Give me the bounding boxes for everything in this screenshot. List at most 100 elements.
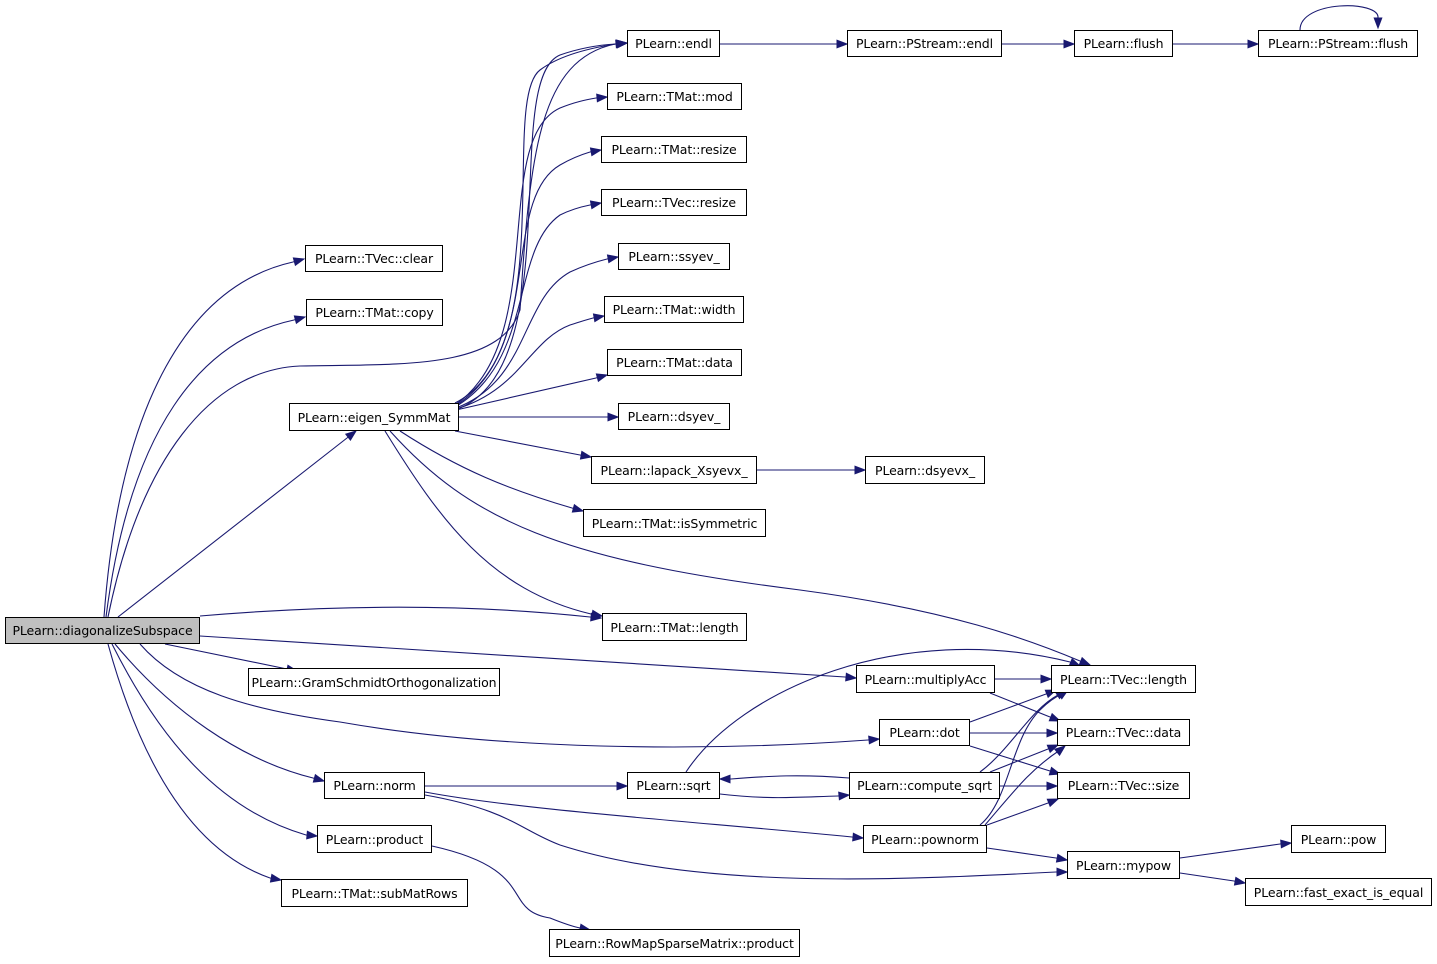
arrowhead-dot-to-tvec-data bbox=[1046, 728, 1059, 738]
edge-eigen-to-tvec-length bbox=[389, 430, 1081, 662]
node-norm[interactable]: PLearn::norm bbox=[324, 772, 425, 799]
node-dsyev[interactable]: PLearn::dsyev_ bbox=[618, 403, 730, 430]
arrowhead-mypow-to-fast-exact bbox=[1233, 876, 1247, 886]
edge-compute-sqrt-to-sqrt bbox=[730, 775, 850, 780]
edge-eigen-to-tmat-resize bbox=[454, 151, 591, 407]
arrowhead-pstream-endl-to-flush bbox=[1063, 39, 1076, 49]
edge-multiply-acc-to-tvec-data bbox=[989, 692, 1051, 718]
node-mypow[interactable]: PLearn::mypow bbox=[1067, 851, 1180, 879]
node-ssyev[interactable]: PLearn::ssyev_ bbox=[618, 243, 730, 270]
arrowhead-eigen-to-tvec-resize bbox=[589, 200, 603, 210]
node-tvec-clear[interactable]: PLearn::TVec::clear bbox=[305, 245, 443, 272]
edge-sqrt-to-tvec-length bbox=[685, 648, 1071, 773]
edge-sqrt-to-compute-sqrt bbox=[719, 793, 839, 799]
node-tmat-resize[interactable]: PLearn::TMat::resize bbox=[601, 136, 747, 163]
edge-dot-to-tvec-size bbox=[969, 745, 1051, 772]
arrowhead-norm-to-sqrt bbox=[616, 781, 629, 791]
arrowhead-eigen-to-tvec-length bbox=[1078, 656, 1092, 666]
edge-mypow-to-pow bbox=[1179, 843, 1281, 859]
arrowhead-eigen-to-endl-2 bbox=[616, 39, 629, 49]
edge-tail-pownorm-to-tvec-data bbox=[1056, 749, 1061, 753]
arrowhead-diag-to-eigen bbox=[344, 430, 358, 442]
node-endl[interactable]: PLearn::endl bbox=[627, 30, 720, 57]
arrowhead-pownorm-to-tvec-size bbox=[1046, 798, 1060, 808]
edge-diag-to-tmat-length bbox=[199, 606, 591, 618]
edge-pownorm-to-tvec-length bbox=[979, 693, 1063, 826]
edge-diag-to-norm bbox=[114, 643, 314, 779]
edge-diag-to-endl bbox=[107, 43, 616, 618]
edge-eigen-to-lapack bbox=[454, 430, 581, 456]
edge-diag-to-dot bbox=[139, 643, 869, 748]
edge-diag-to-tvec-clear bbox=[103, 261, 294, 618]
arrowhead-eigen-to-tmat-width bbox=[592, 313, 606, 323]
node-pownorm[interactable]: PLearn::pownorm bbox=[863, 825, 987, 853]
arrowhead-eigen-to-ssyev bbox=[606, 254, 620, 264]
node-tmat-data[interactable]: PLearn::TMat::data bbox=[607, 349, 742, 376]
edge-norm-to-pownorm bbox=[424, 791, 853, 838]
arrowhead-flush-to-pstream-flush bbox=[1247, 39, 1260, 49]
edge-diag-to-multiply-acc bbox=[199, 635, 846, 678]
node-compute-sqrt[interactable]: PLearn::compute_sqrt bbox=[849, 772, 1000, 799]
node-tmat-copy[interactable]: PLearn::TMat::copy bbox=[306, 299, 443, 326]
arrowhead-diag-to-multiply-acc bbox=[845, 672, 858, 682]
edge-dot-to-tvec-length bbox=[969, 693, 1047, 723]
arrowhead-multiply-acc-to-tvec-length bbox=[1040, 674, 1053, 684]
node-pow[interactable]: PLearn::pow bbox=[1291, 825, 1386, 853]
arrowhead-lapack-to-dsyevx bbox=[854, 465, 867, 475]
edge-eigen-to-tvec-resize bbox=[454, 204, 591, 408]
arrowhead-compute-sqrt-to-tvec-size bbox=[1046, 781, 1059, 791]
node-lapack-xsyevx[interactable]: PLearn::lapack_Xsyevx_ bbox=[591, 456, 757, 484]
node-pstream-endl[interactable]: PLearn::PStream::endl bbox=[847, 30, 1002, 57]
edge-eigen-to-tmat-mod bbox=[454, 97, 597, 406]
edge-pownorm-to-tvec-data bbox=[984, 749, 1061, 826]
arrowhead-eigen-to-lapack bbox=[579, 450, 593, 460]
edge-diag-to-submatrows bbox=[107, 643, 271, 879]
node-tmat-issymmetric[interactable]: PLearn::TMat::isSymmetric bbox=[583, 509, 766, 537]
arrowhead-mypow-to-pow bbox=[1280, 839, 1293, 849]
arrowhead-eigen-to-dsyev bbox=[607, 412, 620, 422]
node-eigen-symmmat[interactable]: PLearn::eigen_SymmMat bbox=[289, 403, 459, 431]
arrowhead-diag-to-dot bbox=[868, 735, 881, 745]
edge-pownorm-to-tvec-size bbox=[986, 802, 1049, 826]
node-tvec-size[interactable]: PLearn::TVec::size bbox=[1057, 772, 1190, 799]
edge-eigen-to-tmat-data bbox=[455, 377, 597, 411]
edge-compute-sqrt-to-tvec-data bbox=[989, 748, 1049, 773]
node-pstream-flush[interactable]: PLearn::PStream::flush bbox=[1258, 30, 1418, 57]
node-tvec-data[interactable]: PLearn::TVec::data bbox=[1057, 719, 1190, 746]
node-rowmap-product[interactable]: PLearn::RowMapSparseMatrix::product bbox=[549, 929, 800, 957]
arrowhead-eigen-to-tmat-data bbox=[595, 373, 609, 383]
arrowhead-norm-to-mypow bbox=[1056, 867, 1069, 877]
node-tmat-width[interactable]: PLearn::TMat::width bbox=[604, 296, 744, 323]
arrowhead-eigen-to-tmat-mod bbox=[596, 93, 609, 103]
arrowhead-pownorm-to-mypow bbox=[1055, 853, 1069, 863]
node-diagonalize-subspace[interactable]: PLearn::diagonalizeSubspace bbox=[5, 617, 200, 644]
node-tmat-mod[interactable]: PLearn::TMat::mod bbox=[607, 83, 742, 110]
edge-diag-to-product bbox=[111, 643, 307, 836]
edge-eigen-to-tmat-length-2 bbox=[384, 430, 592, 615]
arrowhead-compute-sqrt-to-tvec-data bbox=[1046, 744, 1060, 754]
node-multiply-acc[interactable]: PLearn::multiplyAcc bbox=[856, 665, 995, 693]
node-tvec-resize[interactable]: PLearn::TVec::resize bbox=[601, 189, 747, 216]
node-tmat-submatrows[interactable]: PLearn::TMat::subMatRows bbox=[281, 879, 468, 907]
edge-norm-to-mypow bbox=[424, 794, 1057, 880]
arrowhead-sqrt-to-compute-sqrt bbox=[838, 791, 851, 801]
node-product[interactable]: PLearn::product bbox=[317, 825, 432, 853]
node-sqrt[interactable]: PLearn::sqrt bbox=[627, 772, 720, 799]
arrowhead-eigen-to-tmat-length-2 bbox=[590, 609, 604, 619]
arrowhead-eigen-to-issymmetric bbox=[571, 503, 585, 513]
arrowhead-eigen-to-tmat-resize bbox=[589, 147, 603, 157]
node-flush[interactable]: PLearn::flush bbox=[1074, 30, 1173, 57]
arrowhead-compute-sqrt-to-sqrt bbox=[718, 774, 731, 784]
node-dsyevx[interactable]: PLearn::dsyevx_ bbox=[865, 456, 985, 484]
edge-product-to-rowmap bbox=[431, 845, 581, 929]
node-gram-schmidt[interactable]: PLearn::GramSchmidtOrthogonalization bbox=[248, 668, 500, 696]
node-tvec-length[interactable]: PLearn::TVec::length bbox=[1051, 665, 1196, 693]
arrowhead-diag-to-tvec-clear bbox=[292, 257, 306, 267]
node-fast-exact-is-equal[interactable]: PLearn::fast_exact_is_equal bbox=[1245, 878, 1432, 906]
arrowhead-diag-to-product bbox=[306, 830, 319, 840]
node-dot[interactable]: PLearn::dot bbox=[879, 719, 970, 746]
arrowhead-norm-to-pownorm bbox=[852, 832, 865, 842]
node-tmat-length[interactable]: PLearn::TMat::length bbox=[602, 613, 747, 641]
edge-pstream-flush-self bbox=[1299, 5, 1379, 31]
